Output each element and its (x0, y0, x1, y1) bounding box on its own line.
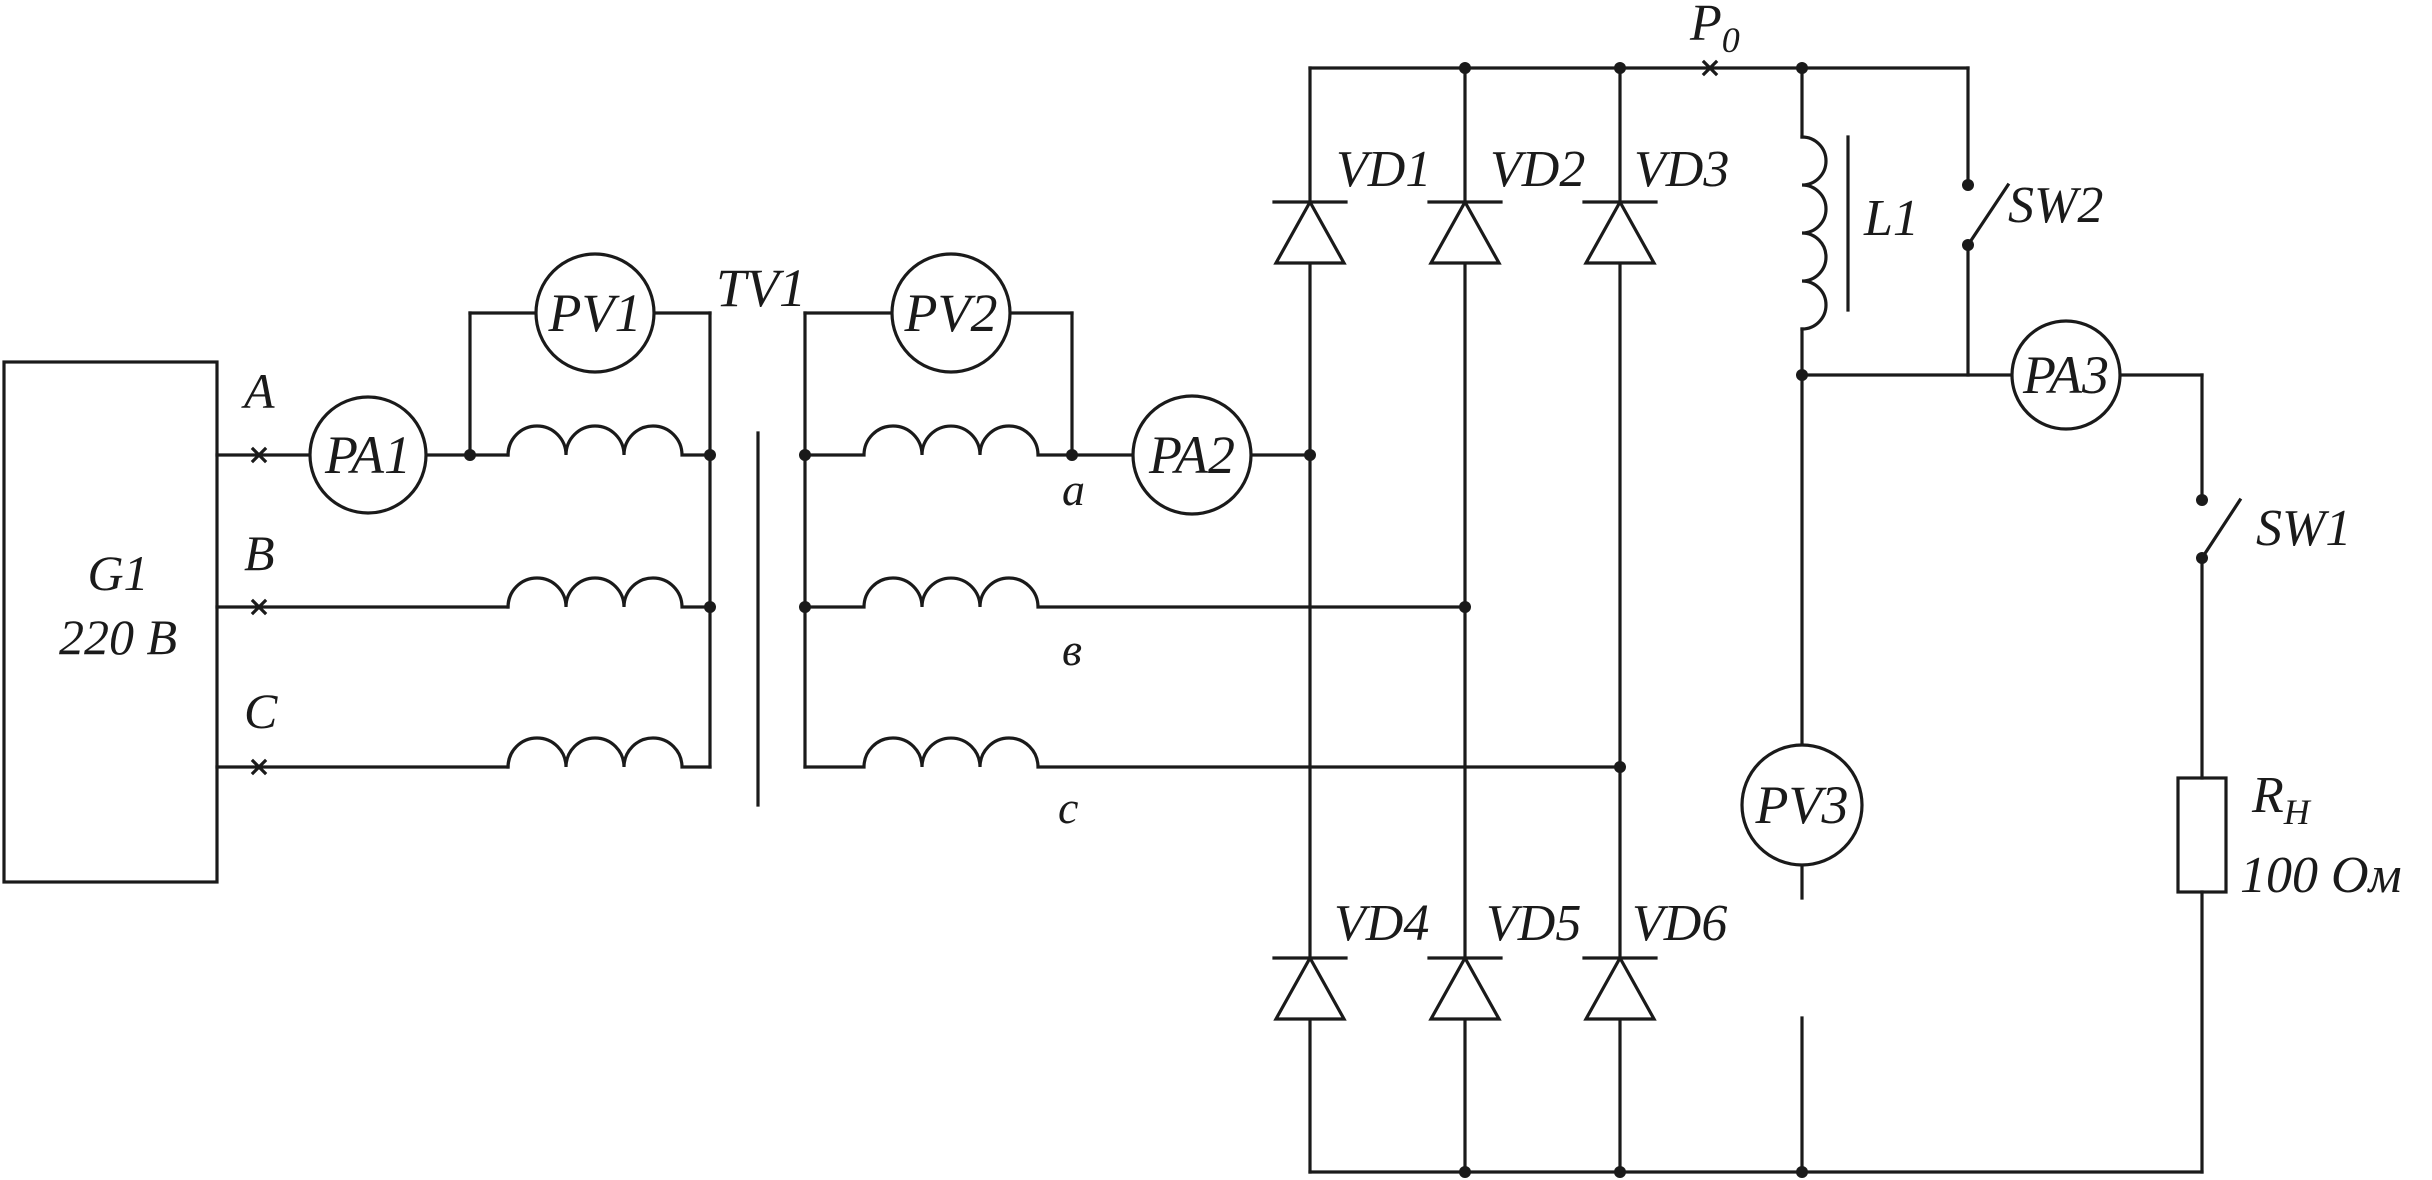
ammeter-pa3: PA3 (2010, 319, 2122, 431)
pv2-label: PV2 (904, 283, 998, 343)
load-symbol-label: RН (2251, 767, 2312, 832)
primary-wiring (215, 311, 716, 776)
vd5-label: VD5 (1486, 895, 1581, 952)
generator-box (2, 360, 219, 884)
inductor-coil (1800, 135, 1828, 331)
ammeter-pa2: PA2 (1131, 394, 1253, 516)
pa3-label: PA3 (2022, 345, 2109, 405)
voltmeter-pv3: PV3 (1740, 743, 1864, 867)
secondary-coil-c (803, 736, 1622, 769)
diode-vd3 (1582, 198, 1658, 265)
ammeter-pa1: PA1 (308, 395, 428, 515)
primary-coil-a (506, 424, 712, 457)
load-value-label: 100 Ом (2240, 847, 2402, 904)
sw1-label: SW1 (2256, 500, 2351, 557)
pa2-label: PA2 (1148, 425, 1235, 485)
secondary-wiring (799, 311, 1626, 773)
vd4-label: VD4 (1334, 895, 1429, 952)
primary-coil-b (506, 576, 712, 609)
generator-name: G1 (87, 545, 148, 601)
phase-a-label: A (241, 363, 275, 419)
pv3-label: PV3 (1755, 775, 1849, 835)
dc-output-wiring (1701, 59, 2243, 1174)
secondary-coil-b (803, 576, 1467, 609)
vd3-label: VD3 (1634, 141, 1729, 198)
inductor-label: L1 (1863, 190, 1919, 247)
pa1-label: PA1 (324, 425, 411, 485)
load-resistor (2176, 776, 2228, 894)
sw2-label: SW2 (2008, 177, 2103, 234)
phase-a-out-label: a (1062, 464, 1085, 515)
vd2-label: VD2 (1490, 141, 1585, 198)
primary-coil-c (506, 736, 712, 769)
generator-g1: G1 220 В (2, 360, 219, 884)
diode-vd1 (1272, 198, 1348, 265)
switch-sw1-blade (2199, 497, 2243, 561)
transformer-label: TV1 (716, 258, 806, 318)
diode-vd4 (1272, 954, 1348, 1021)
phase-c-out-label: с (1058, 782, 1078, 833)
diode-vd5 (1427, 954, 1503, 1021)
generator-voltage: 220 В (59, 609, 177, 665)
phase-b-label: B (244, 525, 275, 581)
voltmeter-pv1: PV1 (534, 252, 656, 374)
secondary-coil-a (803, 424, 1074, 457)
diode-vd2 (1427, 198, 1503, 265)
pv1-label: PV1 (548, 283, 642, 343)
vd1-label: VD1 (1336, 141, 1431, 198)
point-p0-label: P0 (1689, 0, 1740, 60)
voltmeter-pv2: PV2 (890, 252, 1012, 374)
vd6-label: VD6 (1632, 895, 1727, 952)
switch-sw2-blade (1965, 182, 2011, 248)
phase-c-label: C (244, 683, 278, 739)
phase-b-out-label: в (1062, 624, 1082, 675)
diode-vd6 (1582, 954, 1658, 1021)
